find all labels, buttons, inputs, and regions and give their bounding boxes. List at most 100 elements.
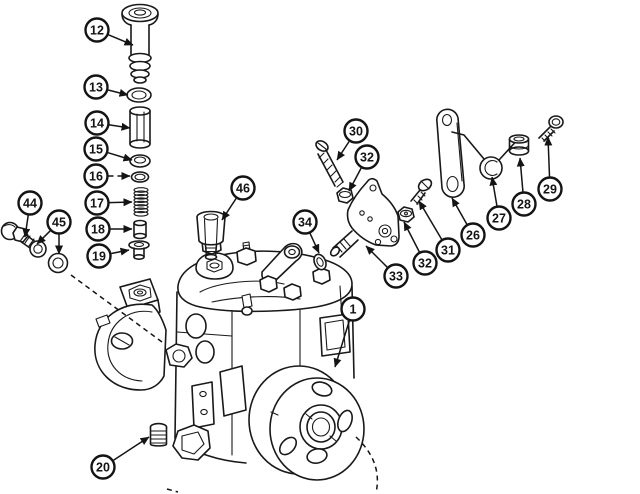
callout-circle [383,263,409,289]
callout-14: 14 [84,110,131,136]
callout-circle [230,175,256,201]
callout-label: 46 [236,182,250,196]
front-hex-boss [165,343,193,368]
part-19-bushing [128,240,150,261]
callout-16: 16 [83,163,131,189]
callout-label: 19 [92,250,106,264]
callout-27: 27 [486,176,512,231]
callout-circle [292,209,318,235]
callout-circle [354,144,380,170]
part-12-delivery-valve-holder [121,3,159,84]
mount-plate [191,381,215,429]
leader-arrow [403,221,420,253]
callout-label: 31 [441,244,455,258]
part-16-o-ring [130,171,150,183]
callout-circle [90,454,116,480]
leader-arrow [22,215,31,238]
callout-circle [83,74,109,100]
callout-circle [83,163,109,189]
callout-29: 29 [537,136,563,202]
leader-arrow [107,89,129,97]
part-18-stop [133,219,147,240]
callout-label: 20 [96,461,110,475]
leader-arrow [489,176,498,206]
part-30-bolt [315,140,344,188]
dashed-alignment-line [166,488,179,493]
callout-18: 18 [85,216,133,242]
callout-label: 12 [90,24,104,38]
leader-arrow [451,197,468,225]
part-46-cap-nut [196,210,226,261]
callout-45: 45 [36,209,72,255]
callout-46: 46 [221,175,256,221]
leader-arrow [108,34,134,46]
callout-label: 28 [517,198,531,212]
part-32-nut-upper [336,187,354,204]
callout-13: 13 [83,74,129,100]
dashed-alignment-line [70,274,163,343]
callout-layer: 1213141516171819444546343032333231262728… [17,17,563,480]
injection-pump-body [94,228,365,481]
callout-label: 16 [89,170,103,184]
callout-20: 20 [90,436,150,480]
callout-label: 44 [23,197,37,211]
part-45-washers [29,240,69,274]
callout-circle [537,176,563,202]
callout-label: 30 [349,125,363,139]
callout-label: 26 [466,229,480,243]
callout-label: 14 [90,117,104,131]
callout-label: 1 [350,303,357,317]
part-31-screw [410,178,433,205]
part-14-valve-body [129,106,151,149]
callout-circle [46,209,72,235]
governor-housing [94,303,167,391]
leader-arrow [348,167,362,192]
leader-arrow [36,230,51,245]
callout-circle [83,136,109,162]
callout-circle [86,243,112,269]
callout-30: 30 [336,118,369,161]
part-33-bracket-shaft [329,177,400,258]
callout-label: 45 [52,216,66,230]
side-band [219,365,247,417]
callout-circle [460,222,486,248]
front-boss-lower [195,340,215,364]
cover-dome [195,252,234,280]
leader-arrow [336,141,350,161]
octagon-plug [172,424,211,461]
callout-44: 44 [17,190,43,238]
callout-label: 32 [360,151,374,165]
callout-26: 26 [451,197,486,248]
part-20-plug [149,422,168,447]
part-32-nut-lower [397,206,415,223]
leader-arrow [113,436,150,461]
callout-circle [85,216,111,242]
callout-label: 13 [89,81,103,95]
callout-33: 33 [365,245,409,289]
dashed-break-curve [355,436,379,494]
callout-31: 31 [418,200,461,263]
part-15-seat [129,154,151,168]
part-13-gasket [126,87,152,103]
callout-label: 34 [298,216,312,230]
leader-arrow [109,198,133,207]
part-34-washer [313,253,327,271]
leader-arrow [333,320,351,368]
front-boss-upper [185,313,207,339]
callout-34: 34 [292,209,320,254]
leader-arrow [221,198,237,221]
leader-arrow [418,200,443,240]
drive-flange [248,365,365,481]
callout-label: 29 [543,183,557,197]
callout-label: 33 [389,270,403,284]
callout-circle [486,205,512,231]
callout-circle [343,118,369,144]
leader-arrow [516,157,525,192]
callout-circle [84,190,110,216]
callout-circle [511,191,537,217]
callout-17: 17 [84,190,133,216]
side-window-plate [319,313,351,357]
callout-label: 17 [90,197,104,211]
